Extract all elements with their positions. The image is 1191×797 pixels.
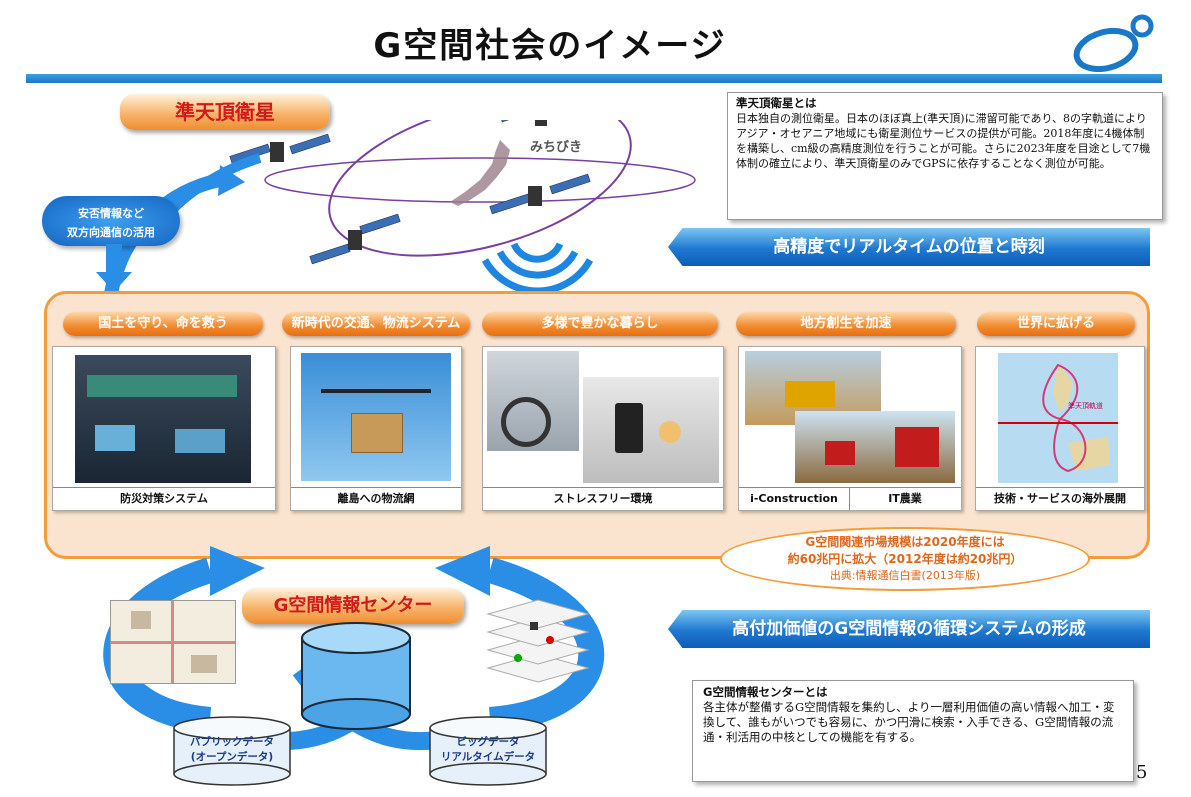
orbit-map-icon — [998, 353, 1118, 483]
page-title: G空間社会のイメージ — [373, 26, 727, 66]
market-source: 出典:情報通信白書(2013年版) — [829, 569, 981, 582]
caption-it-agriculture: IT農業 — [849, 487, 961, 510]
market-line2: 約60兆円に拡大（2012年度は約20兆円） — [787, 552, 1023, 566]
qzss-label: 準天頂衛星 — [120, 94, 330, 130]
caption-lifestyle: ストレスフリー環境 — [483, 487, 723, 510]
public-database-icon — [173, 716, 291, 786]
layered-data-icon — [486, 599, 590, 683]
map-image — [110, 600, 236, 684]
center-info-box: G空間情報センターとは 各主体が整備するG空間情報を集約し、より一層利用価値の高… — [692, 680, 1134, 782]
banner-cycle: 高付加価値のG空間情報の循環システムの形成 — [668, 610, 1150, 648]
station-photo — [583, 377, 719, 483]
public-db-label: パブリックデータ (オープンデータ) — [172, 734, 292, 764]
big-db-label: ビッグデータ リアルタイムデータ — [428, 734, 548, 764]
panel-lifestyle: ストレスフリー環境 — [482, 346, 724, 511]
safety-line1: 安否情報など — [78, 207, 144, 220]
qzss-info-heading: 準天頂衛星とは — [736, 96, 817, 110]
market-note: G空間関連市場規模は2020年度には 約60兆円に拡大（2012年度は約20兆円… — [720, 527, 1090, 591]
center-database-icon — [301, 622, 411, 730]
category-disaster: 国土を守り、命を救う — [63, 312, 263, 336]
big-db-line1: ビッグデータ — [456, 736, 520, 748]
down-arrow-icon — [96, 244, 132, 292]
public-db-line1: パブリックデータ — [190, 736, 274, 748]
category-global: 世界に拡げる — [977, 312, 1135, 336]
category-transport: 新時代の交通、物流システム — [282, 312, 470, 336]
center-label: G空間情報センター — [242, 588, 464, 624]
safety-line2: 双方向通信の活用 — [67, 226, 155, 239]
big-database-icon — [429, 716, 547, 786]
control-room-photo — [75, 355, 251, 483]
center-info-heading: G空間情報センターとは — [703, 685, 828, 699]
panel-regional: i-Construction IT農業 — [738, 346, 962, 511]
qzss-info-body: 日本独自の測位衛星。日本のほぼ真上(準天頂)に滞留可能であり、8の字軌道によりア… — [736, 112, 1151, 170]
center-info-body: 各主体が整備するG空間情報を集約し、より一層利用価値の高い情報へ加工・変換して、… — [703, 700, 1115, 744]
michibiki-label: みちびき — [530, 140, 583, 155]
tractor-photo — [795, 411, 955, 483]
category-regional: 地方創生を加速 — [736, 312, 956, 336]
caption-i-construction: i-Construction — [739, 487, 850, 510]
caption-disaster: 防災対策システム — [53, 487, 275, 510]
qzss-info-box: 準天頂衛星とは 日本独自の測位衛星。日本のほぼ真上(準天頂)に滞留可能であり、8… — [727, 92, 1163, 220]
panel-disaster: 防災対策システム — [52, 346, 276, 511]
safety-bubble: 安否情報など 双方向通信の活用 — [42, 196, 180, 246]
logo-icon — [1073, 14, 1154, 72]
caption-global: 技術・サービスの海外展開 — [976, 487, 1144, 510]
market-line1: G空間関連市場規模は2020年度には — [805, 535, 1005, 549]
category-lifestyle: 多様で豊かな暮らし — [482, 312, 718, 336]
public-db-line2: (オープンデータ) — [190, 751, 274, 763]
caption-transport: 離島への物流網 — [291, 487, 461, 510]
orbit-map-label: 準天頂軌道 — [1068, 402, 1103, 410]
panel-global: 準天頂軌道 技術・サービスの海外展開 — [975, 346, 1145, 511]
drone-photo — [301, 353, 451, 481]
banner-realtime: 高精度でリアルタイムの位置と時刻 — [668, 228, 1150, 266]
page-number: 5 — [1136, 762, 1148, 783]
satellite-illustration — [103, 120, 696, 302]
wheelchair-photo — [487, 351, 579, 451]
title-rule — [26, 74, 1162, 83]
panel-transport: 離島への物流網 — [290, 346, 462, 511]
big-db-line2: リアルタイムデータ — [440, 751, 536, 763]
